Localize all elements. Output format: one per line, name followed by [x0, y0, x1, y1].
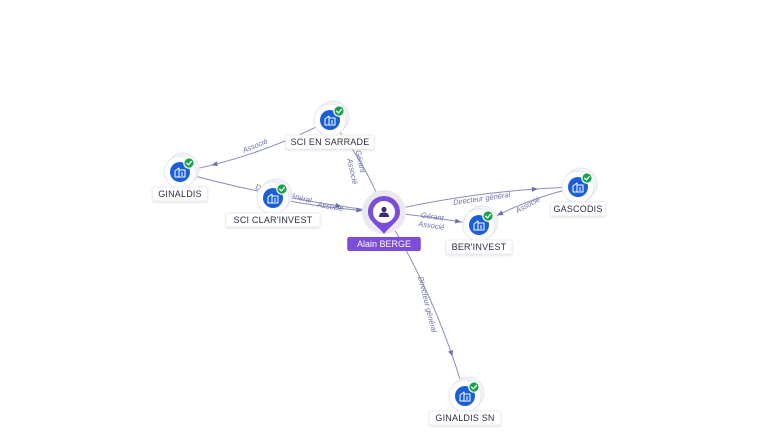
company-node-ber_invest[interactable]: BER'INVEST: [445, 205, 513, 255]
company-name: GINALDIS: [158, 189, 202, 199]
company-node-sci_clar_invest[interactable]: SCI CLAR'INVEST: [225, 178, 321, 228]
edge-line: [383, 211, 466, 397]
node-label-box: [152, 186, 208, 202]
company-node-ginaldis_sn[interactable]: GINALDIS SN: [428, 376, 502, 426]
edge-arrow-icon: [356, 207, 363, 213]
node-label-box: [445, 239, 513, 255]
edge-label: Directeur général: [416, 275, 439, 333]
edge-label: Associé: [316, 200, 344, 214]
edges-layer: GérantAssociéAssociéDirecteur généralAss…: [179, 119, 579, 397]
company-node-sci_en_sarrade[interactable]: SCI EN SARRADE: [285, 100, 375, 150]
edge-line: [383, 186, 579, 213]
node-label-box: [428, 410, 502, 426]
company-node-gascodis[interactable]: GASCODIS: [550, 167, 606, 217]
person-name: Alain BERGE: [357, 239, 411, 249]
building-icon: [174, 167, 186, 178]
verified-check-icon: [333, 105, 345, 117]
verified-check-icon: [183, 157, 195, 169]
edge-arrow-icon: [454, 218, 462, 224]
verified-check-icon: [468, 381, 480, 393]
node-label-box: [225, 212, 321, 228]
edge-label: Gérant: [420, 210, 445, 222]
edge-label: Directeur général: [453, 190, 512, 207]
company-name: GASCODIS: [553, 204, 602, 214]
edge-arrow-icon: [531, 186, 538, 192]
node-label-box: [550, 201, 606, 217]
edge-arrow-icon: [211, 161, 218, 167]
person-label-box: [347, 237, 421, 251]
company-name: GINALDIS SN: [435, 413, 494, 423]
verified-check-icon: [276, 183, 288, 195]
building-icon: [459, 391, 471, 402]
person-node-alain[interactable]: Alain BERGE: [347, 190, 421, 251]
building-icon: [572, 182, 584, 193]
edge-label: Associé: [417, 219, 445, 232]
edge-arrow-icon: [335, 202, 342, 208]
building-icon: [324, 115, 336, 126]
company-name: SCI CLAR'INVEST: [234, 215, 313, 225]
edge-arrow-icon: [497, 210, 504, 216]
nodes-layer: SCI EN SARRADE GINALDIS SCI CLAR'INVEST BER…: [152, 100, 606, 426]
company-name: SCI EN SARRADE: [291, 137, 370, 147]
person-icon: [379, 206, 389, 217]
edge-arrow-icon: [448, 349, 453, 357]
company-node-ginaldis[interactable]: GINALDIS: [152, 152, 208, 202]
edge-label: Associé: [513, 195, 541, 216]
verified-check-icon: [482, 210, 494, 222]
node-label-box: [285, 134, 375, 150]
company-name: BER'INVEST: [452, 242, 507, 252]
building-icon: [267, 193, 279, 204]
building-icon: [473, 220, 485, 231]
verified-check-icon: [581, 172, 593, 184]
